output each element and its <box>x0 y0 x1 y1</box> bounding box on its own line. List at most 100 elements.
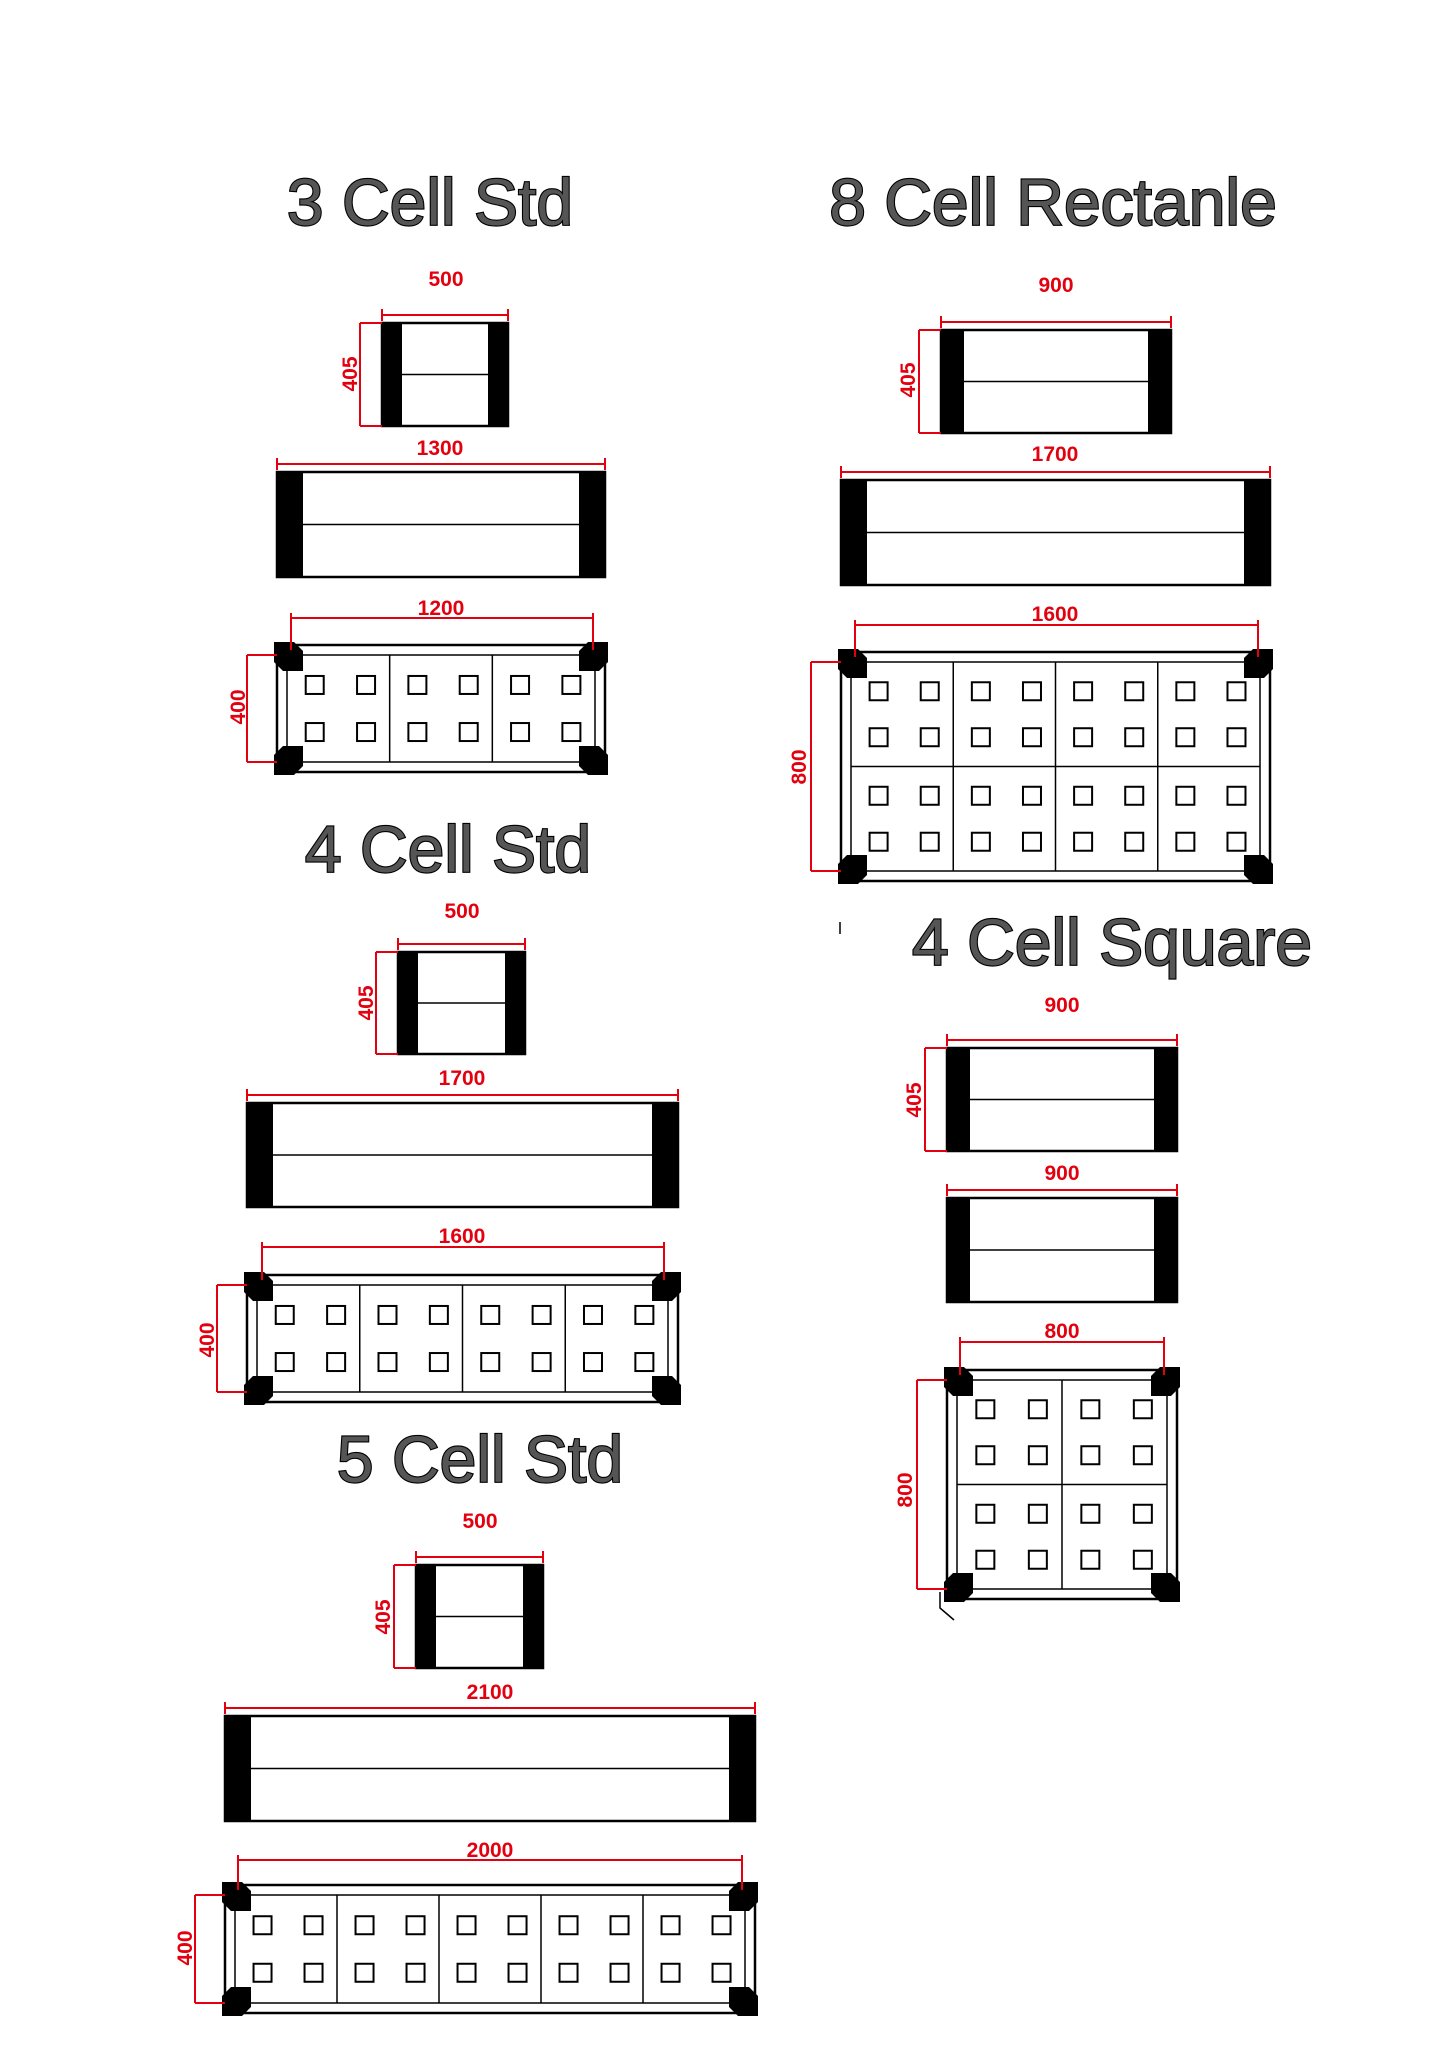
vent-square <box>377 1352 398 1373</box>
plan-view-4-cell: 1600 400 <box>196 1225 681 1405</box>
end-width-label-5-cell: 500 <box>462 1510 497 1533</box>
end-width-label-square: 900 <box>1044 994 1079 1017</box>
corner-post <box>652 1272 681 1301</box>
vent-square <box>868 831 889 852</box>
vent-square <box>1175 831 1196 852</box>
vent-square <box>1073 727 1094 748</box>
end-height-label-5-cell: 405 <box>372 1599 395 1634</box>
vent-square <box>1021 681 1042 702</box>
vent-square <box>456 1962 477 1983</box>
vent-square <box>919 831 940 852</box>
end-view-square: 900 405 <box>903 994 1179 1153</box>
end-width-label-8-cell: 900 <box>1038 274 1073 297</box>
vent-square <box>561 674 582 695</box>
vent-square <box>970 785 991 806</box>
plan-length-label-3-cell: 1200 <box>418 597 465 620</box>
plan-view-drawing-8-cell <box>810 620 1273 884</box>
side-view-drawing-5-cell <box>223 1702 757 1823</box>
plan-view-square: 800 800 <box>894 1320 1180 1602</box>
vent-square <box>970 681 991 702</box>
end-width-label-4-cell: 500 <box>444 900 479 923</box>
vent-square <box>1132 1503 1153 1524</box>
vent-square <box>1175 681 1196 702</box>
vent-square <box>634 1352 655 1373</box>
corner-post <box>222 1882 251 1911</box>
vent-square <box>975 1503 996 1524</box>
plan-width-label-8-cell: 800 <box>788 749 811 784</box>
vent-square <box>1080 1445 1101 1466</box>
side-length-label-square: 900 <box>1044 1162 1079 1185</box>
side-view-5-cell: 2100 <box>223 1681 757 1823</box>
vent-square <box>1021 785 1042 806</box>
vent-square <box>1080 1503 1101 1524</box>
vent-square <box>480 1304 501 1325</box>
plan-width-label-square: 800 <box>894 1472 917 1507</box>
vent-square <box>919 681 940 702</box>
corner-post <box>222 1987 251 2016</box>
corner-post <box>274 642 303 671</box>
corner-post <box>729 1987 758 2016</box>
side-length-label-4-cell: 1700 <box>439 1067 486 1090</box>
vent-square <box>919 727 940 748</box>
end-view-drawing-3-cell <box>359 309 510 428</box>
vent-square <box>507 1962 528 1983</box>
plan-length-label-square: 800 <box>1044 1320 1079 1343</box>
vent-square <box>252 1915 273 1936</box>
vent-square <box>304 674 325 695</box>
vent-square <box>274 1304 295 1325</box>
vent-square <box>609 1915 630 1936</box>
vent-square <box>1073 831 1094 852</box>
vent-square <box>428 1304 449 1325</box>
vent-square <box>510 722 531 743</box>
vent-square <box>634 1304 655 1325</box>
title-4-cell-std: 4 Cell Std <box>305 812 591 886</box>
corner-post <box>1244 649 1273 678</box>
vent-square <box>407 722 428 743</box>
vent-square <box>558 1915 579 1936</box>
corner-post <box>579 746 608 775</box>
vent-square <box>274 1352 295 1373</box>
vent-square <box>377 1304 398 1325</box>
side-view-8-cell: 1700 <box>839 443 1272 587</box>
vent-square <box>1226 831 1247 852</box>
side-view-drawing-3-cell <box>275 458 607 579</box>
end-view-5-cell: 500 405 <box>372 1510 545 1670</box>
end-view-drawing-8-cell <box>918 316 1173 435</box>
vent-square <box>1073 681 1094 702</box>
plan-width-label-3-cell: 400 <box>227 689 250 724</box>
corner-post <box>944 1573 973 1602</box>
end-height-label-8-cell: 405 <box>897 362 920 397</box>
vent-square <box>1021 727 1042 748</box>
vent-square <box>1027 1549 1048 1570</box>
plan-outer <box>223 1883 757 2015</box>
plan-inner <box>286 654 596 763</box>
end-height-label-square: 405 <box>903 1082 926 1117</box>
vent-square <box>510 674 531 695</box>
vent-square <box>326 1352 347 1373</box>
vent-square <box>1226 727 1247 748</box>
vent-square <box>1021 831 1042 852</box>
vent-square <box>1175 727 1196 748</box>
vent-square <box>975 1399 996 1420</box>
vent-square <box>1226 785 1247 806</box>
vent-square <box>868 785 889 806</box>
vent-square <box>304 722 325 743</box>
side-view-square: 900 <box>945 1162 1179 1304</box>
vent-square <box>1132 1399 1153 1420</box>
vent-square <box>868 681 889 702</box>
plan-view-drawing-square <box>916 1337 1180 1602</box>
vent-square <box>480 1352 501 1373</box>
corner-post <box>838 649 867 678</box>
corner-post <box>652 1376 681 1405</box>
vent-square <box>252 1962 273 1983</box>
vent-square <box>303 1915 324 1936</box>
vent-square <box>531 1304 552 1325</box>
corner-post <box>274 746 303 775</box>
title-3-cell-std: 3 Cell Std <box>287 165 573 239</box>
end-view-drawing-4-cell <box>375 938 527 1056</box>
vent-square <box>975 1549 996 1570</box>
vent-square <box>531 1352 552 1373</box>
vent-square <box>1027 1445 1048 1466</box>
vent-square <box>1124 831 1145 852</box>
vent-square <box>582 1352 603 1373</box>
